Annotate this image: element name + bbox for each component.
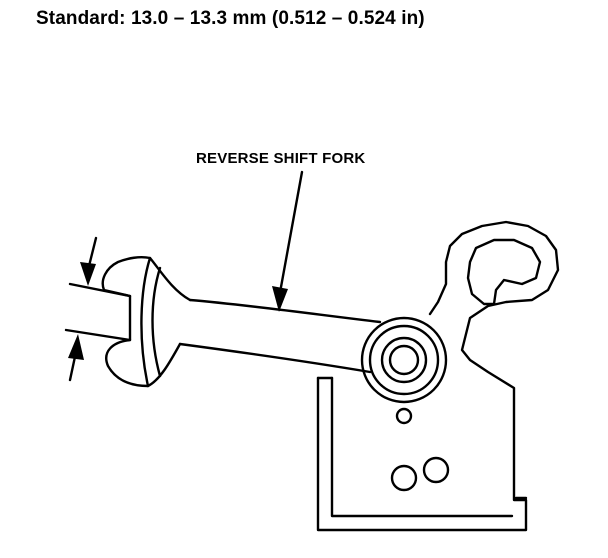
housing-bracket bbox=[316, 220, 560, 532]
reverse-shift-fork-label: REVERSE SHIFT FORK bbox=[196, 150, 366, 167]
measurement-arrows bbox=[68, 236, 98, 382]
reverse-shift-fork bbox=[101, 256, 382, 388]
label-leader-arrow bbox=[272, 170, 304, 312]
specification-line: Standard: 13.0 – 13.3 mm (0.512 – 0.524 … bbox=[36, 8, 425, 30]
plate-holes bbox=[390, 407, 450, 492]
spec-label: Standard: bbox=[36, 8, 126, 29]
pivot-boss bbox=[360, 316, 448, 404]
shift-rod bbox=[64, 282, 132, 342]
spec-value: 13.0 – 13.3 mm (0.512 – 0.524 in) bbox=[130, 8, 425, 29]
